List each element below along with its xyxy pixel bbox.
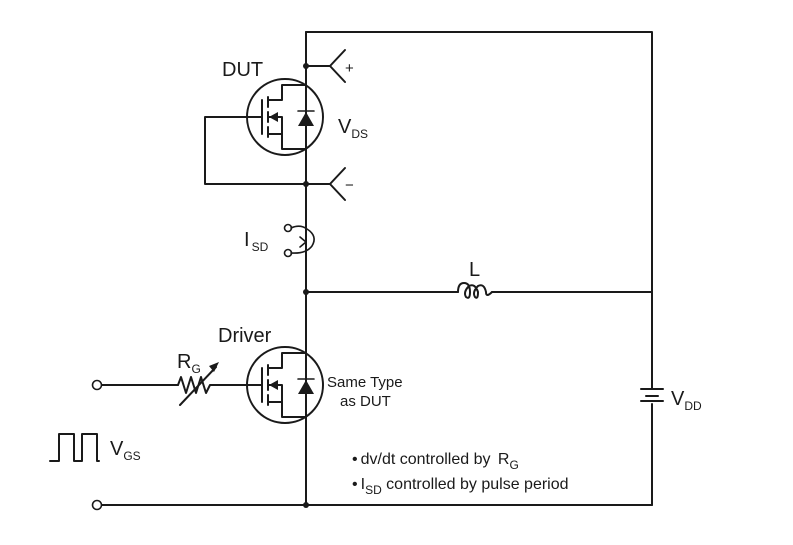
inductor <box>457 282 493 299</box>
dut-label: DUT <box>222 59 263 81</box>
plus-sign: + <box>345 60 354 77</box>
ground-terminal <box>91 499 103 511</box>
vds-probe-minus <box>305 167 346 201</box>
vdd-label: VDD <box>671 388 702 413</box>
vgs-label: VGS <box>110 438 141 463</box>
pulse-waveform-icon <box>49 433 100 462</box>
note-isd: •ISD controlled by pulse period <box>352 476 569 497</box>
battery-vdd <box>640 384 664 408</box>
vds-label: VDS <box>338 116 368 141</box>
same-type-line1: Same Type <box>327 374 403 391</box>
top-rail-wire <box>305 31 653 386</box>
minus-sign: − <box>345 177 354 194</box>
variable-resistor-rg <box>177 362 219 406</box>
junction-dot <box>303 289 309 295</box>
inductor-label: L <box>469 259 480 281</box>
same-type-line2: as DUT <box>340 393 391 410</box>
vds-probe-plus <box>305 49 346 83</box>
gate-input-terminal <box>91 379 103 391</box>
driver-label: Driver <box>218 325 272 347</box>
rg-label: RG <box>177 351 201 376</box>
note-dvdt: •dv/dt controlled by RG <box>352 451 519 472</box>
isd-current-probe <box>283 223 315 258</box>
dut-gate-short-wire <box>204 116 307 185</box>
junction-dot <box>303 502 309 508</box>
driver-mosfet <box>246 346 324 424</box>
dut-mosfet <box>246 78 324 156</box>
wires <box>100 31 653 506</box>
